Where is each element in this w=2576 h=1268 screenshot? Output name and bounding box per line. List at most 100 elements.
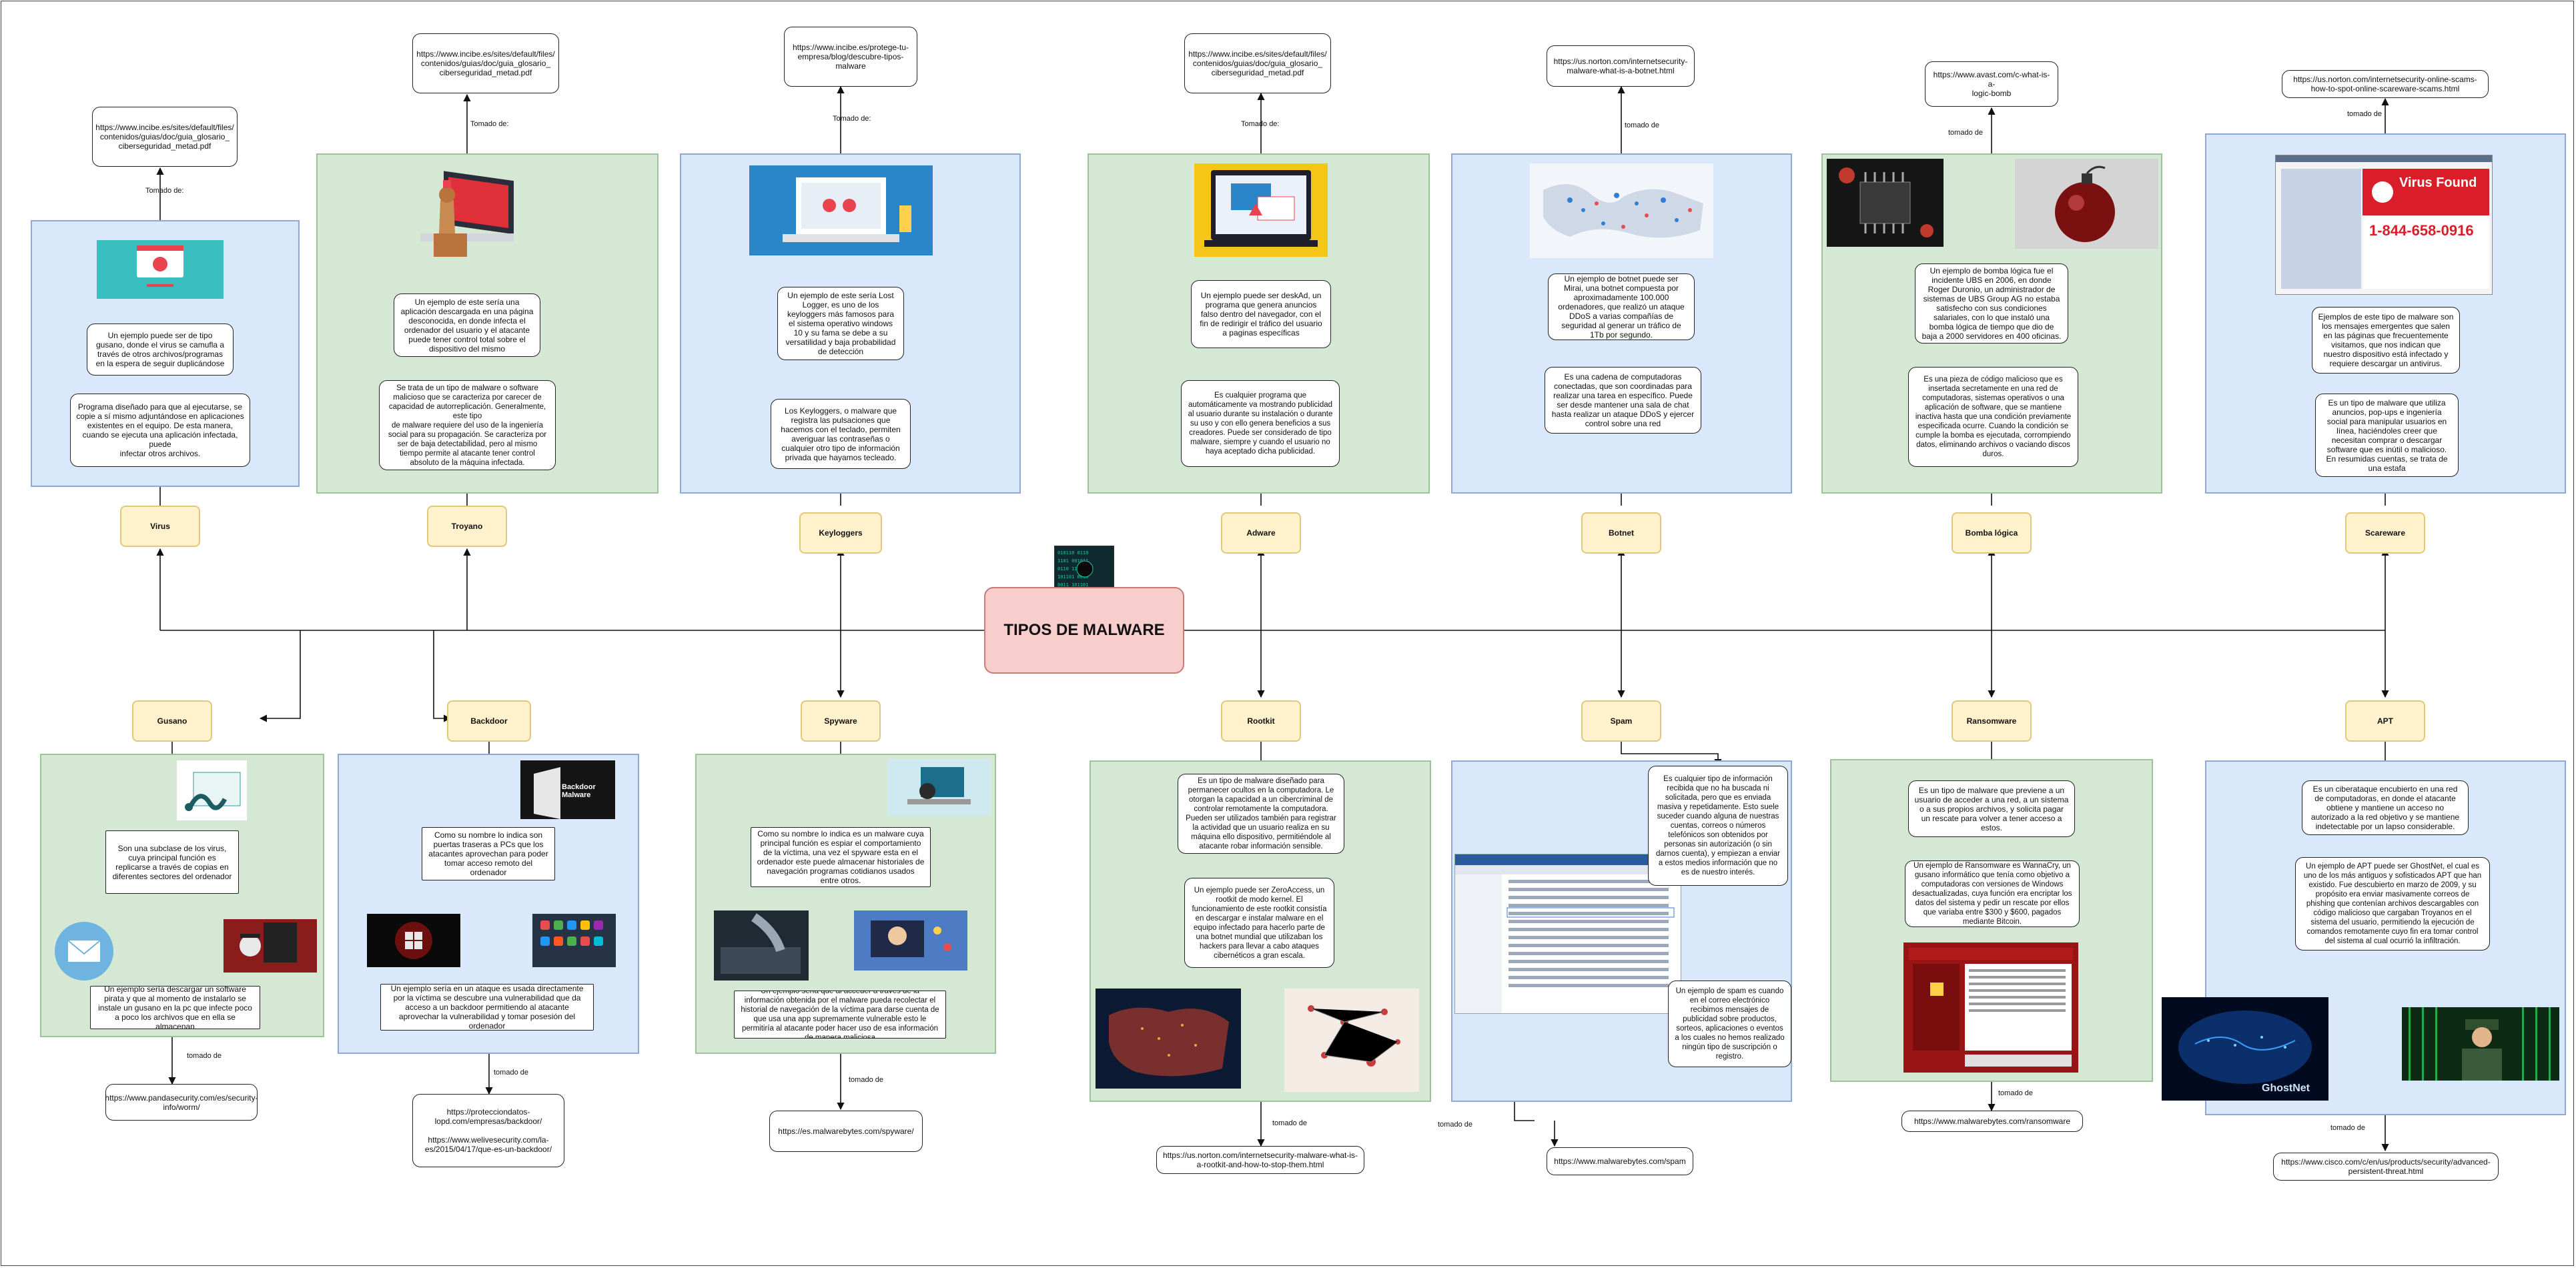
- spam-example: Un ejemplo de spam es cuando en el corre…: [1668, 981, 1791, 1067]
- svg-text:010110 0110: 010110 0110: [1057, 550, 1088, 556]
- apt-description: Es un ciberataque encubierto en una red …: [2302, 780, 2469, 835]
- spyware-spy-image: [854, 910, 967, 971]
- tag-virus[interactable]: Virus: [120, 506, 200, 547]
- bomba-bomb-image: [2015, 159, 2158, 249]
- scareware-source-url[interactable]: https://us.norton.com/internetsecurity-o…: [2282, 70, 2489, 98]
- rootkit-europe-map-image: [1096, 989, 1241, 1089]
- tag-rootkit[interactable]: Rootkit: [1221, 700, 1301, 742]
- tag-troyano[interactable]: Troyano: [427, 506, 507, 547]
- tag-spyware[interactable]: Spyware: [801, 700, 881, 742]
- bomba-description: Es una pieza de código malicioso que es …: [1908, 367, 2078, 467]
- backdoor-source-url[interactable]: https://protecciondatos- lopd.com/empres…: [412, 1094, 564, 1167]
- tag-botnet[interactable]: Botnet: [1581, 512, 1661, 554]
- tag-scareware[interactable]: Scareware: [2345, 512, 2425, 554]
- tag-backdoor[interactable]: Backdoor: [447, 700, 531, 742]
- troyano-description: Se trata de un tipo de malware o softwar…: [379, 380, 556, 470]
- virus-description: Programa diseñado para que al ejecutarse…: [70, 394, 250, 467]
- troyano-horse-image: [414, 160, 517, 263]
- gusano-taken-from: tomado de: [187, 1052, 222, 1060]
- adware-taken-from: Tomado de:: [1241, 120, 1280, 128]
- backdoor-taken-from: tomado de: [494, 1069, 528, 1077]
- rootkit-description: Es un tipo de malware diseñado para perm…: [1178, 774, 1344, 854]
- tag-spam[interactable]: Spam: [1581, 700, 1661, 742]
- svg-text:0011 101101: 0011 101101: [1057, 582, 1088, 588]
- adware-source-url[interactable]: https://www.incibe.es/sites/default/file…: [1184, 33, 1331, 93]
- scareware-example: Ejemplos de este tipo de malware son los…: [2312, 307, 2460, 374]
- apt-source-url[interactable]: https://www.cisco.com/c/en/us/products/s…: [2273, 1153, 2499, 1181]
- ransomware-source-url[interactable]: https://www.malwarebytes.com/ransomware: [1901, 1111, 2083, 1132]
- ransomware-taken-from: tomado de: [1998, 1089, 2033, 1097]
- tag-bomba-logica[interactable]: Bomba lógica: [1952, 512, 2032, 554]
- gusano-source-url[interactable]: https://www.pandasecurity.com/es/securit…: [105, 1084, 258, 1121]
- spam-source-url[interactable]: https://www.malwarebytes.com/spam: [1547, 1147, 1693, 1175]
- keyloggers-source-url[interactable]: https://www.incibe.es/protege-tu- empres…: [784, 27, 917, 87]
- ransomware-wannacry-image: [1903, 942, 2078, 1073]
- ransomware-example: Un ejemplo de Ransomware es WannaCry, un…: [1905, 860, 2080, 927]
- tag-ransomware[interactable]: Ransomware: [1952, 700, 2032, 742]
- rootkit-source-url[interactable]: https://us.norton.com/internetsecurity-m…: [1156, 1146, 1364, 1174]
- tag-adware[interactable]: Adware: [1221, 512, 1301, 554]
- svg-text:101101 0010: 101101 0010: [1057, 574, 1088, 580]
- apt-taken-from: tomado de: [2330, 1124, 2365, 1132]
- spyware-hacker-image: [887, 759, 991, 816]
- botnet-example: Un ejemplo de botnet puede ser Mirai, un…: [1548, 273, 1695, 340]
- ransomware-description: Es un tipo de malware que previene a un …: [1908, 780, 2075, 837]
- tag-keyloggers[interactable]: Keyloggers: [799, 512, 882, 554]
- hacker-code-image: 010110 0110 1101 001011 0110 110100 101101…: [1054, 546, 1114, 591]
- adware-description: Es cualquier programa que automáticament…: [1181, 380, 1340, 467]
- spam-inbox-screenshot: [1454, 854, 1681, 1014]
- gusano-worm-image: [177, 760, 247, 820]
- keyloggers-taken-from: Tomado de:: [833, 115, 871, 123]
- gusano-pirate-image: [224, 919, 317, 973]
- troyano-taken-from: Tomado de:: [470, 120, 509, 128]
- bomba-taken-from: tomado de: [1948, 129, 1983, 137]
- backdoor-apps-image: [532, 914, 616, 967]
- bomba-example: Un ejemplo de bomba lógica fue el incide…: [1915, 263, 2068, 344]
- spyware-description: Como su nombre lo indica es un malware c…: [751, 827, 931, 887]
- troyano-example: Un ejemplo de este sería una aplicación …: [394, 293, 540, 357]
- spyware-keyboard-image: [714, 910, 809, 981]
- botnet-description: Es una cadena de computadoras conectadas…: [1545, 367, 1701, 434]
- spyware-source-url[interactable]: https://es.malwarebytes.com/spyware/: [769, 1111, 923, 1152]
- backdoor-image-caption: Backdoor Malware: [562, 783, 596, 799]
- botnet-taken-from: tomado de: [1625, 121, 1659, 129]
- scareware-ad-title: Virus Found: [2399, 175, 2477, 190]
- rootkit-network-map-image: [1284, 989, 1419, 1092]
- keyloggers-example: Un ejemplo de este sería Lost Logger, es…: [777, 287, 904, 360]
- rootkit-taken-from: tomado de: [1272, 1119, 1307, 1127]
- apt-example: Un ejemplo de APT puede ser GhostNet, el…: [2295, 857, 2490, 950]
- scareware-description: Es un tipo de malware que utiliza anunci…: [2315, 394, 2459, 477]
- scareware-taken-from: tomado de: [2347, 110, 2382, 118]
- spyware-example: Un ejemplo sería que al acceder a través…: [734, 991, 946, 1039]
- rootkit-example: Un ejemplo puede ser ZeroAccess, un root…: [1184, 878, 1334, 968]
- gusano-mail-image: [53, 920, 115, 982]
- apt-image-caption: GhostNet: [2262, 1083, 2310, 1094]
- adware-example: Un ejemplo puede ser deskAd, un programa…: [1191, 280, 1331, 348]
- spyware-taken-from: tomado de: [849, 1076, 883, 1084]
- apt-ghostnet-image: GhostNet: [2162, 997, 2328, 1101]
- backdoor-windows-image: [367, 914, 460, 967]
- scareware-virus-found-image: Virus Found 1-844-658-0916: [2275, 155, 2493, 295]
- scareware-ad-phone: 1-844-658-0916: [2369, 222, 2474, 239]
- apt-soldier-image: [2402, 1007, 2559, 1081]
- troyano-source-url[interactable]: https://www.incibe.es/sites/default/file…: [412, 33, 559, 93]
- keyloggers-description: Los Keyloggers, o malware que registra l…: [771, 399, 911, 469]
- botnet-source-url[interactable]: https://us.norton.com/internetsecurity- …: [1547, 45, 1695, 87]
- backdoor-image: Backdoor Malware: [520, 760, 615, 819]
- keyloggers-laptop-image: [749, 165, 933, 255]
- tag-gusano[interactable]: Gusano: [132, 700, 212, 742]
- bomba-source-url[interactable]: https://www.avast.com/c-what-is-a- logic…: [1925, 61, 2058, 107]
- virus-example: Un ejemplo puede ser de tipo gusano, don…: [87, 324, 234, 376]
- gusano-description: Son una subclase de los virus, cuya prin…: [105, 830, 239, 894]
- svg-text:1101 001011: 1101 001011: [1057, 558, 1088, 564]
- virus-taken-from: Tomado de:: [145, 187, 184, 195]
- gusano-example: Un ejemplo sería descargar un software p…: [90, 986, 260, 1029]
- virus-source-url[interactable]: https://www.incibe.es/sites/default/file…: [92, 107, 238, 167]
- svg-text:0110 110100: 0110 110100: [1057, 566, 1088, 572]
- adware-popup-image: [1194, 163, 1328, 257]
- spam-taken-from: tomado de: [1438, 1121, 1472, 1129]
- central-title: TIPOS DE MALWARE: [984, 587, 1184, 674]
- tag-apt[interactable]: APT: [2345, 700, 2425, 742]
